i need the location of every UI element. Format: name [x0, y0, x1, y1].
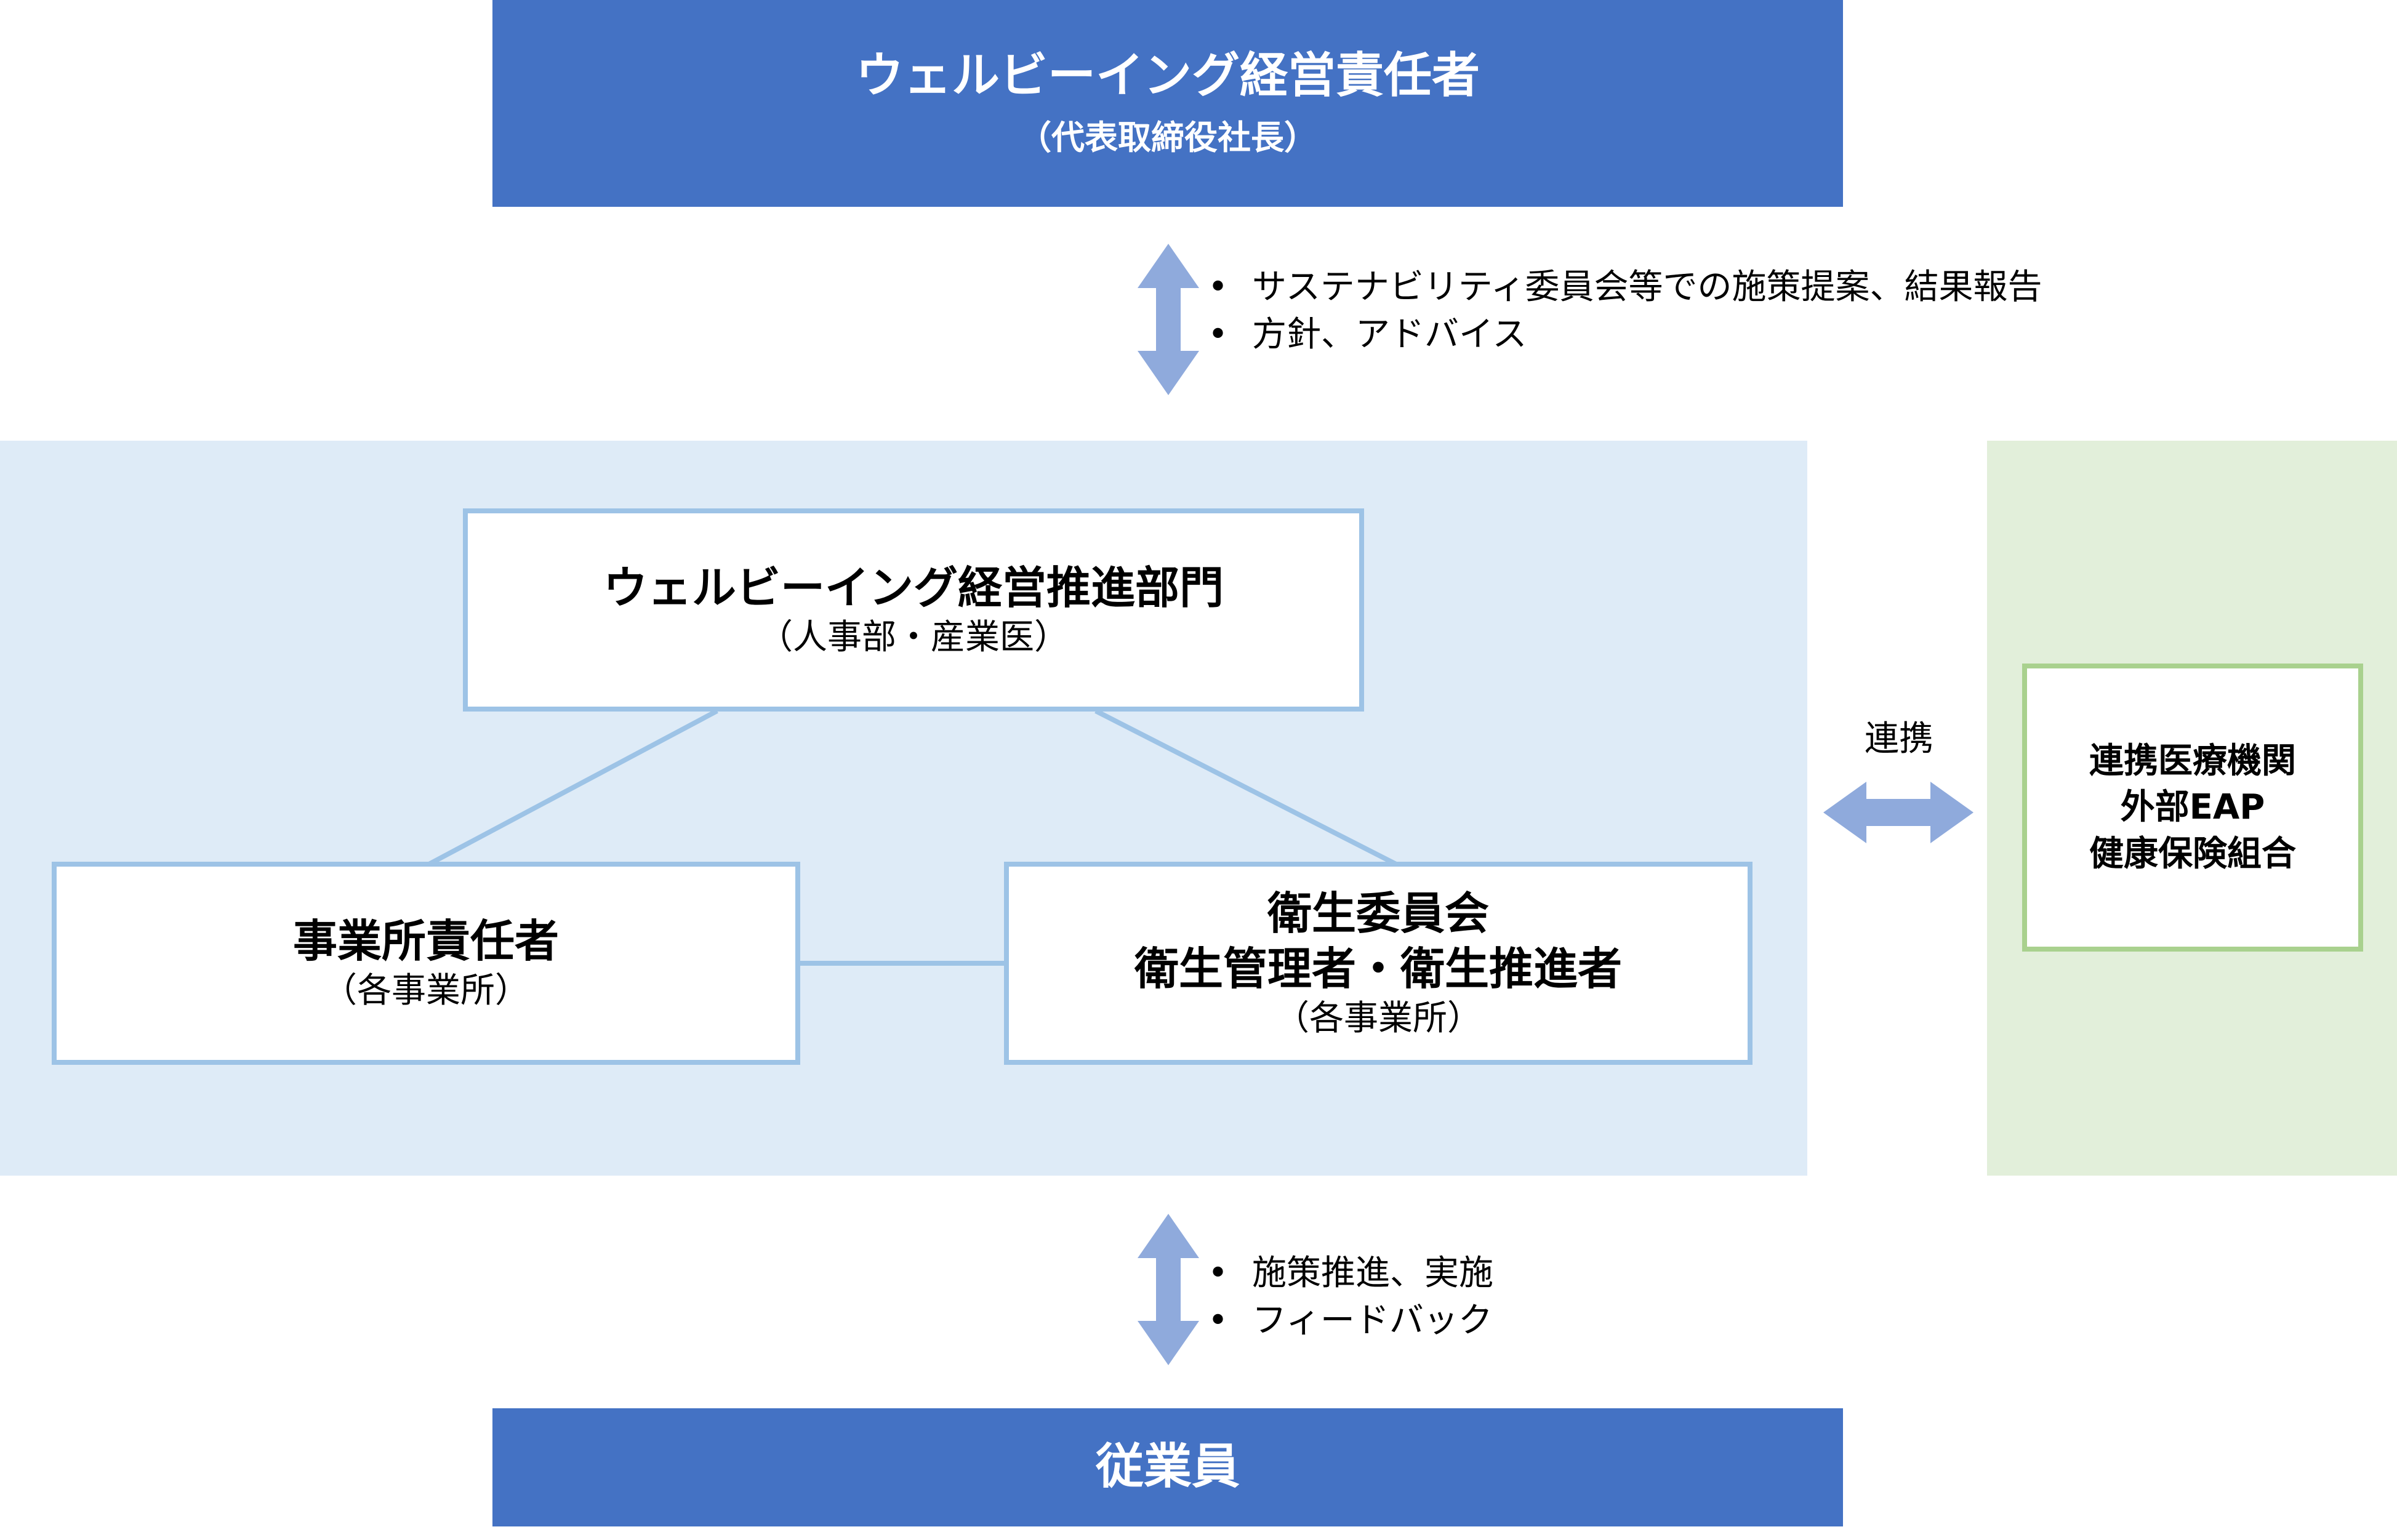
connector-line-right — [1094, 708, 1399, 867]
external-line-insurance: 健康保険組合 — [2089, 833, 2296, 874]
note-item: • フィードバック — [1208, 1297, 1823, 1344]
health-committee-box: 衛生委員会 衛生管理者・衛生推進者 （各事業所） — [1004, 862, 1753, 1065]
note-item: • サステナビリティ委員会等での施策提案、結果報告 — [1208, 263, 2193, 311]
bottom-notes: • 施策推進、実施 • フィードバック — [1208, 1249, 1823, 1345]
executive-title: ウェルビーイング経営責任者 — [855, 48, 1480, 104]
site-manager-box: 事業所責任者 （各事業所） — [52, 862, 800, 1065]
employees-bar: 従業員 — [492, 1408, 1843, 1526]
top-notes: • サステナビリティ委員会等での施策提案、結果報告 • 方針、アドバイス — [1208, 263, 2193, 359]
site-manager-title: 事業所責任者 — [292, 915, 559, 967]
employees-title: 従業員 — [1095, 1439, 1240, 1495]
health-committee-title-line1: 衛生委員会 — [1267, 887, 1489, 939]
bullet-icon: • — [1208, 1253, 1229, 1293]
connector-line-left — [427, 708, 718, 867]
promotion-department-subtitle: （人事部・産業医） — [758, 617, 1069, 657]
bullet-icon: • — [1208, 267, 1229, 307]
bottom-double-arrow-icon — [1138, 1214, 1199, 1365]
note-text: サステナビリティ委員会等での施策提案、結果報告 — [1252, 267, 2042, 307]
health-committee-subtitle: （各事業所） — [1275, 998, 1482, 1038]
health-committee-title-line2: 衛生管理者・衛生推進者 — [1134, 942, 1622, 995]
external-line-eap: 外部EAP — [2120, 787, 2265, 828]
external-partners-box: 連携医療機関 外部EAP 健康保険組合 — [2022, 664, 2363, 952]
bullet-icon: • — [1208, 315, 1229, 355]
note-item: • 方針、アドバイス — [1208, 311, 2193, 358]
note-item: • 施策推進、実施 — [1208, 1249, 1823, 1297]
note-text: フィードバック — [1252, 1301, 1493, 1341]
top-double-arrow-icon — [1138, 244, 1199, 395]
top-executive-bar: ウェルビーイング経営責任者 （代表取締役社長） — [492, 0, 1843, 207]
bullet-icon: • — [1208, 1301, 1229, 1341]
note-text: 方針、アドバイス — [1252, 315, 1527, 355]
link-label: 連携 — [1865, 719, 1933, 759]
external-line-medical: 連携医療機関 — [2089, 740, 2296, 781]
link-double-arrow-icon — [1823, 782, 1973, 843]
note-text: 施策推進、実施 — [1252, 1253, 1493, 1293]
executive-subtitle: （代表取締役社長） — [1018, 118, 1317, 157]
promotion-department-title: ウェルビーイング経営推進部門 — [603, 561, 1224, 614]
promotion-department-box: ウェルビーイング経営推進部門 （人事部・産業医） — [463, 508, 1364, 712]
site-manager-subtitle: （各事業所） — [323, 970, 529, 1011]
